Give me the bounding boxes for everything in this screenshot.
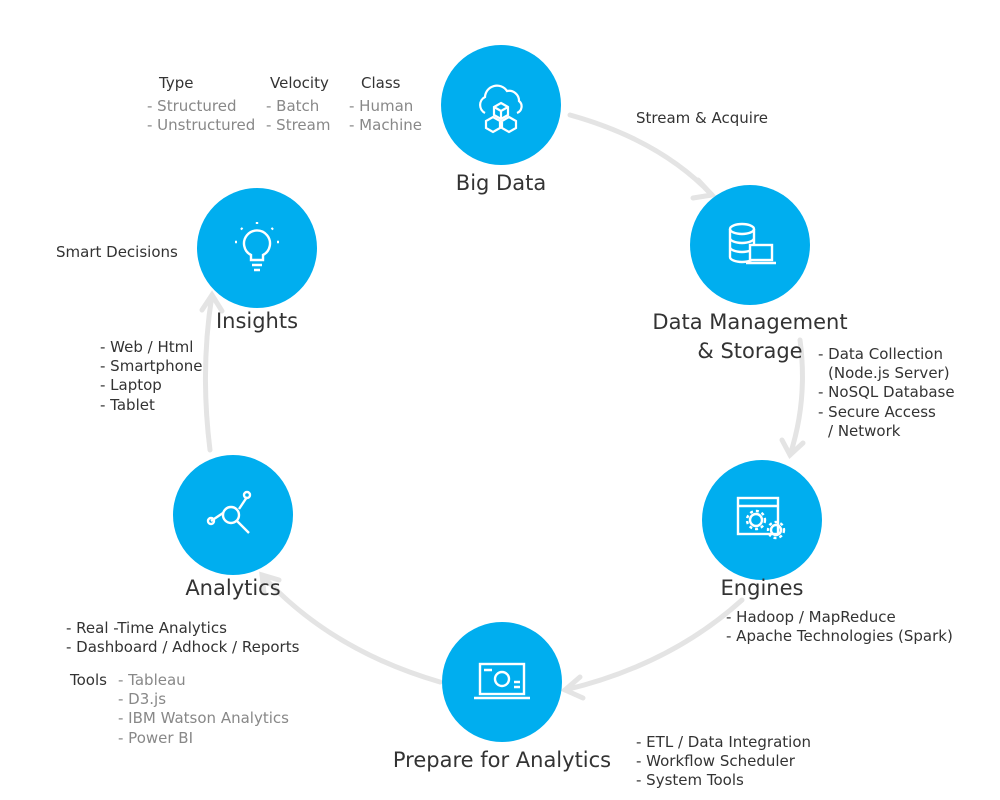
type-title: Type bbox=[159, 74, 194, 92]
arrow-storage-to-engines bbox=[787, 337, 805, 458]
storage-item: - Data Collection bbox=[818, 345, 943, 363]
arrow-head bbox=[779, 437, 806, 460]
data-management-label: Data Management bbox=[652, 310, 848, 334]
tools-item: - Tableau bbox=[118, 671, 186, 689]
insights-node bbox=[197, 188, 317, 308]
class-item: - Human bbox=[349, 97, 414, 115]
arrow-head bbox=[259, 571, 282, 596]
storage-item: - NoSQL Database bbox=[818, 383, 955, 401]
insights-item: - Laptop bbox=[100, 376, 162, 394]
engines-item: - Apache Technologies (Spark) bbox=[726, 627, 953, 645]
database-laptop-icon bbox=[728, 222, 776, 265]
arrow-head bbox=[560, 674, 586, 701]
big-data-label: Big Data bbox=[455, 171, 547, 195]
class-item: - Machine bbox=[349, 116, 422, 134]
prepare-item: - System Tools bbox=[636, 771, 744, 789]
storage-item: / Network bbox=[828, 422, 901, 440]
smart-decisions-label: Smart Decisions bbox=[56, 243, 178, 261]
storage-item: - Secure Access bbox=[818, 403, 936, 421]
arrow-head bbox=[690, 177, 718, 201]
insights-item: - Smartphone bbox=[100, 357, 203, 375]
type-item: - Unstructured bbox=[147, 116, 256, 134]
engines-item: - Hadoop / MapReduce bbox=[726, 608, 896, 626]
velocity-title: Velocity bbox=[270, 74, 329, 92]
class-title: Class bbox=[361, 74, 401, 92]
engines-label: Engines bbox=[720, 576, 804, 600]
window-gears-icon bbox=[736, 496, 786, 540]
big-data-node bbox=[441, 45, 561, 165]
arrow-analytics-to-insights bbox=[202, 292, 215, 453]
velocity-item: - Batch bbox=[266, 97, 320, 115]
arrow-head bbox=[199, 290, 225, 314]
data-management-label: & Storage bbox=[697, 339, 803, 363]
arrow-engines-to-prepare bbox=[562, 597, 745, 693]
analytics-item: - Real -Time Analytics bbox=[66, 619, 227, 637]
analytics-node bbox=[173, 455, 293, 575]
laptop-chart-icon bbox=[474, 662, 530, 700]
arrow-prepare-to-analytics bbox=[259, 572, 443, 685]
lightbulb-icon bbox=[235, 222, 279, 272]
magnifier-graph-icon bbox=[206, 490, 252, 534]
type-item: - Structured bbox=[147, 97, 237, 115]
prepare-item: - Workflow Scheduler bbox=[636, 752, 795, 770]
prepare-item: - ETL / Data Integration bbox=[636, 733, 812, 751]
tools-item: - IBM Watson Analytics bbox=[118, 709, 289, 727]
insights-label: Insights bbox=[215, 309, 299, 333]
cloud-cubes-icon bbox=[479, 84, 523, 134]
engines-node bbox=[702, 460, 822, 580]
tools-item: - D3.js bbox=[118, 690, 167, 708]
prepare-node bbox=[442, 622, 562, 742]
analytics-item: - Dashboard / Adhock / Reports bbox=[66, 638, 300, 656]
analytics-label: Analytics bbox=[185, 576, 281, 600]
tools-title: Tools bbox=[70, 671, 107, 689]
insights-item: - Tablet bbox=[100, 396, 155, 414]
insights-item: - Web / Html bbox=[100, 338, 194, 356]
velocity-item: - Stream bbox=[266, 116, 331, 134]
prepare-label: Prepare for Analytics bbox=[392, 748, 612, 772]
storage-item: (Node.js Server) bbox=[828, 364, 950, 382]
stream-acquire-label: Stream & Acquire bbox=[636, 109, 769, 127]
tools-item: - Power BI bbox=[118, 729, 194, 747]
data-management-node bbox=[690, 185, 810, 305]
